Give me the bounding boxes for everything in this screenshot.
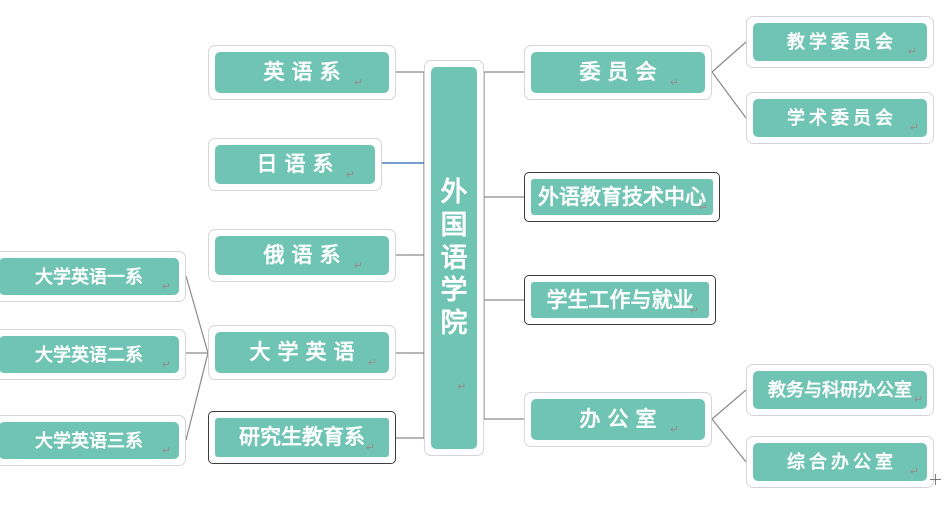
node-teaching-committee[interactable]: 教学委员会 ↵: [746, 16, 934, 68]
root-char-4: 院: [440, 308, 468, 339]
connector-college-english-to-dept3: [185, 352, 209, 441]
connector-office-to-academic-affairs: [711, 389, 747, 420]
node-college-english-dept-2[interactable]: 大学英语二系 ↵: [0, 329, 186, 380]
node-plate: 大学英语一系 ↵: [0, 258, 179, 295]
node-label: 教务与科研办公室: [768, 380, 912, 400]
node-college-english-dept-1[interactable]: 大学英语一系 ↵: [0, 251, 186, 302]
connector-college-english-to-dept1: [185, 275, 209, 354]
root-char-3: 学: [440, 275, 468, 306]
node-label: 委员会: [579, 61, 664, 84]
node-plate: 大学英语 ↵: [215, 332, 389, 373]
node-college-english-dept-3[interactable]: 大学英语三系 ↵: [0, 415, 186, 466]
node-plate: 大学英语二系 ↵: [0, 336, 179, 373]
pilcrow-mark: ↵: [161, 359, 171, 371]
node-label: 俄语系: [263, 244, 348, 267]
node-graduate-education-dept[interactable]: 研究生教育系 ↵: [208, 411, 396, 464]
node-plate: 教务与科研办公室 ↵: [753, 371, 927, 409]
node-student-affairs-employment[interactable]: 学生工作与就业 ↵: [524, 275, 716, 325]
node-plate: 大学英语三系 ↵: [0, 422, 179, 459]
node-plate: 俄语系 ↵: [215, 236, 389, 275]
canvas-resize-handle[interactable]: [930, 474, 941, 485]
node-label: 大学英语三系: [35, 430, 143, 451]
node-label-vertical: 外 国 语 学 院: [441, 176, 468, 341]
node-plate: 日语系 ↵: [215, 145, 375, 184]
node-label: 研究生教育系: [239, 426, 365, 449]
node-plate: 英语系 ↵: [215, 52, 389, 93]
pilcrow-mark: ↵: [907, 46, 917, 58]
node-plate: 外语教育技术中心 ↵: [531, 179, 713, 215]
node-college-english[interactable]: 大学英语 ↵: [208, 325, 396, 380]
pilcrow-mark: ↵: [909, 466, 919, 478]
node-plate: 委员会 ↵: [531, 52, 705, 93]
node-office[interactable]: 办公室 ↵: [524, 392, 712, 447]
node-label: 学术委员会: [787, 108, 897, 128]
node-english-dept[interactable]: 英语系 ↵: [208, 45, 396, 100]
node-plate: 综合办公室 ↵: [753, 443, 927, 481]
pilcrow-mark: ↵: [669, 424, 679, 436]
node-academic-affairs-research-office[interactable]: 教务与科研办公室 ↵: [746, 364, 934, 416]
node-general-office[interactable]: 综合办公室 ↵: [746, 436, 934, 488]
node-root-school-of-foreign-languages[interactable]: 外 国 语 学 院 ↵: [424, 60, 484, 456]
node-label: 综合办公室: [787, 452, 897, 472]
node-plate: 办公室 ↵: [531, 399, 705, 440]
pilcrow-mark: ↵: [913, 394, 923, 406]
node-label: 教学委员会: [787, 32, 897, 52]
node-label: 日语系: [256, 153, 341, 176]
node-label: 英语系: [263, 61, 348, 84]
node-label: 大学英语二系: [35, 344, 143, 365]
node-label: 大学英语一系: [35, 266, 143, 287]
node-plate: 外 国 语 学 院 ↵: [431, 67, 477, 449]
pilcrow-mark: ↵: [161, 281, 171, 293]
pilcrow-mark: ↵: [669, 77, 679, 89]
pilcrow-mark: ↵: [367, 357, 377, 369]
pilcrow-mark: ↵: [353, 260, 363, 272]
connector-office-to-general-office: [711, 418, 747, 463]
node-foreign-language-education-tech-center[interactable]: 外语教育技术中心 ↵: [524, 172, 720, 222]
node-label: 学生工作与就业: [546, 288, 694, 312]
pilcrow-mark: ↵: [457, 381, 467, 393]
node-plate: 学生工作与就业 ↵: [531, 282, 709, 318]
node-committee[interactable]: 委员会 ↵: [524, 45, 712, 100]
node-label: 外语教育技术中心: [538, 185, 706, 209]
node-label: 办公室: [579, 408, 664, 431]
node-label: 大学英语: [249, 341, 362, 364]
node-academic-committee[interactable]: 学术委员会 ↵: [746, 92, 934, 144]
pilcrow-mark: ↵: [161, 445, 171, 457]
pilcrow-mark: ↵: [909, 122, 919, 134]
root-char-0: 外: [440, 176, 468, 207]
root-char-2: 语: [440, 242, 468, 273]
root-char-1: 国: [440, 209, 468, 240]
node-russian-dept[interactable]: 俄语系 ↵: [208, 229, 396, 282]
node-japanese-dept[interactable]: 日语系 ↵: [208, 138, 382, 191]
pilcrow-mark: ↵: [345, 169, 355, 181]
connector-committee-to-teaching: [711, 41, 747, 73]
node-plate: 教学委员会 ↵: [753, 23, 927, 61]
pilcrow-mark: ↵: [365, 442, 375, 454]
node-plate: 研究生教育系 ↵: [215, 418, 389, 457]
pilcrow-mark: ↵: [353, 77, 363, 89]
connector-committee-to-academic: [711, 71, 747, 119]
node-plate: 学术委员会 ↵: [753, 99, 927, 137]
